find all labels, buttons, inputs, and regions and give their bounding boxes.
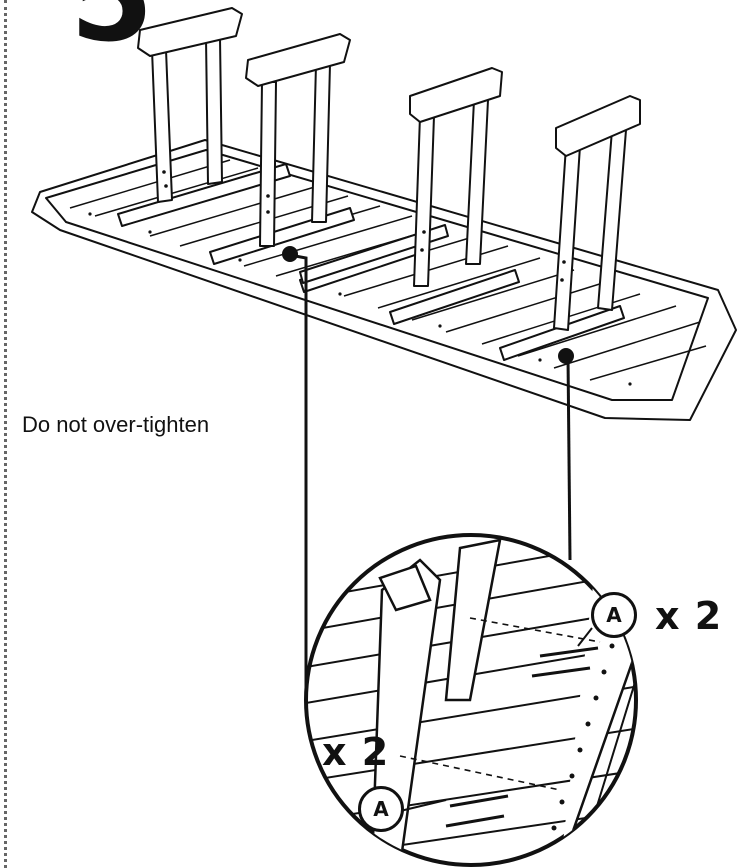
cross-brace-4	[389, 269, 520, 325]
table-legs	[137, 7, 641, 331]
callout-dot-right	[558, 348, 574, 364]
instruction-note: Do not over-tighten	[22, 412, 210, 437]
page-margin-dotted-line	[4, 0, 7, 868]
part-badge-a-top: A	[591, 592, 637, 638]
table-top	[31, 139, 737, 421]
leg-4	[553, 95, 641, 331]
leg-1	[137, 7, 243, 203]
quantity-label-top: x 2	[655, 594, 723, 638]
part-badge-a-bottom: A	[358, 786, 404, 832]
leg-2	[245, 33, 351, 247]
cross-brace-1	[117, 163, 291, 227]
long-rail	[299, 224, 449, 284]
detail-magnifier	[304, 533, 638, 867]
leg-3	[409, 67, 503, 287]
quantity-label-bottom: x 2	[322, 730, 390, 774]
callout-dot-left	[282, 246, 298, 262]
step-number: 5	[70, 0, 154, 60]
cross-brace-5	[499, 305, 625, 361]
table-top-rim	[45, 149, 709, 401]
screw-holes	[88, 170, 632, 386]
